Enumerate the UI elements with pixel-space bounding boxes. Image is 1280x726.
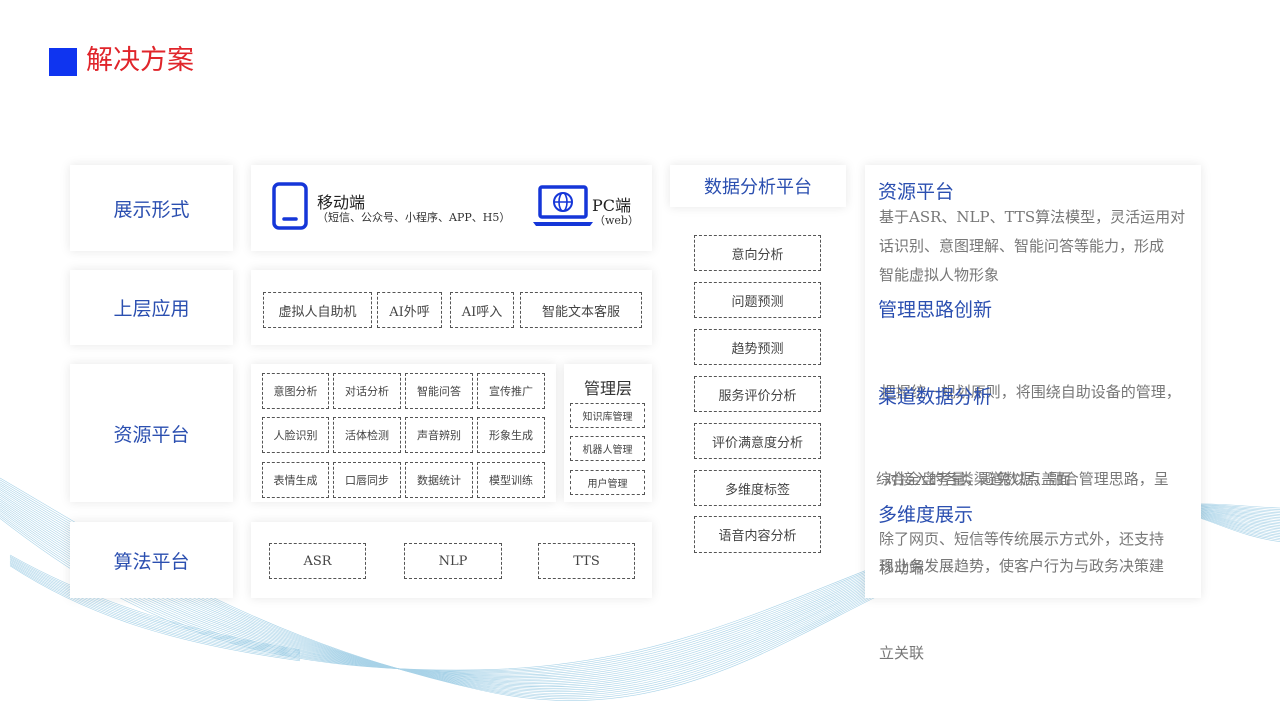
resource-item: 数据统计 bbox=[405, 462, 473, 498]
mobile-title: 移动端 bbox=[317, 193, 366, 212]
analytics-item: 多维度标签 bbox=[694, 470, 821, 506]
algorithm-item: ASR bbox=[269, 543, 366, 579]
analytics-item: 评价满意度分析 bbox=[694, 423, 821, 459]
upper-app-item: 智能文本客服 bbox=[520, 292, 642, 328]
row-label-resource-platform: 资源平台 bbox=[70, 364, 233, 502]
desc-heading: 管理思路创新 bbox=[878, 299, 993, 321]
desc-heading: 多维度展示 bbox=[878, 504, 974, 526]
resource-item: 意图分析 bbox=[262, 373, 329, 409]
algorithm-item: TTS bbox=[538, 543, 635, 579]
algorithm-item: NLP bbox=[404, 543, 502, 579]
analytics-item: 意向分析 bbox=[694, 235, 821, 271]
resource-item: 声音辨别 bbox=[405, 417, 473, 453]
desc-text: 把握统一规划原则，将围绕自助设备的管理， 综合全盘考量，避免以点盖面 bbox=[876, 383, 1181, 488]
page-title: 解决方案 bbox=[86, 45, 194, 76]
management-item: 用户管理 bbox=[570, 470, 645, 495]
analytics-title: 数据分析平台 bbox=[670, 165, 846, 207]
resource-item: 口唇同步 bbox=[333, 462, 401, 498]
mobile-subtitle: （短信、公众号、小程序、APP、H5） bbox=[317, 211, 511, 224]
display-forms-card: 移动端 （短信、公众号、小程序、APP、H5） PC端 （web） bbox=[251, 165, 652, 251]
analytics-item: 语音内容分析 bbox=[694, 516, 821, 553]
resource-item: 形象生成 bbox=[477, 417, 545, 453]
upper-app-item: 虚拟人自助机 bbox=[263, 292, 372, 328]
resource-item: 表情生成 bbox=[262, 462, 329, 498]
resource-item: 智能问答 bbox=[405, 373, 473, 409]
row-label-display: 展示形式 bbox=[70, 165, 233, 251]
resource-item: 宣传推广 bbox=[477, 373, 545, 409]
management-item: 知识库管理 bbox=[570, 403, 645, 428]
desc-text: 对接入的各类渠道数据，融合管理思路，呈 现业务发展趋势，使客户行为与政务决策建 … bbox=[879, 470, 1169, 662]
desc-heading: 资源平台 bbox=[878, 181, 955, 203]
analytics-item: 服务评价分析 bbox=[694, 376, 821, 412]
laptop-globe-icon bbox=[533, 185, 593, 226]
description-panel: 资源平台 基于ASR、NLP、TTS算法模型，灵活运用对 话识别、意图理解、智能… bbox=[865, 165, 1201, 662]
pc-title: PC端 bbox=[592, 196, 632, 215]
desc-text: 除了网页、短信等传统展示方式外，还支持 移动端 bbox=[879, 530, 1165, 577]
pc-subtitle: （web） bbox=[594, 214, 639, 227]
title-square-icon bbox=[49, 48, 77, 76]
analytics-item: 问题预测 bbox=[694, 282, 821, 318]
upper-app-item: AI外呼 bbox=[377, 292, 442, 328]
resource-item: 人脸识别 bbox=[262, 417, 329, 453]
analytics-item: 趋势预测 bbox=[694, 329, 821, 365]
desc-text: 基于ASR、NLP、TTS算法模型，灵活运用对 话识别、意图理解、智能问答等能力… bbox=[879, 208, 1186, 284]
resource-item: 活体检测 bbox=[333, 417, 401, 453]
management-title: 管理层 bbox=[583, 379, 632, 398]
row-label-upper-app: 上层应用 bbox=[70, 270, 233, 345]
row-label-algorithm-platform: 算法平台 bbox=[70, 522, 233, 598]
management-item: 机器人管理 bbox=[570, 436, 645, 461]
resource-item: 模型训练 bbox=[477, 462, 545, 498]
resource-item: 对话分析 bbox=[333, 373, 401, 409]
desc-heading: 渠道数据分析 bbox=[878, 386, 993, 408]
mobile-phone-icon bbox=[272, 182, 308, 230]
upper-app-item: AI呼入 bbox=[450, 292, 514, 328]
